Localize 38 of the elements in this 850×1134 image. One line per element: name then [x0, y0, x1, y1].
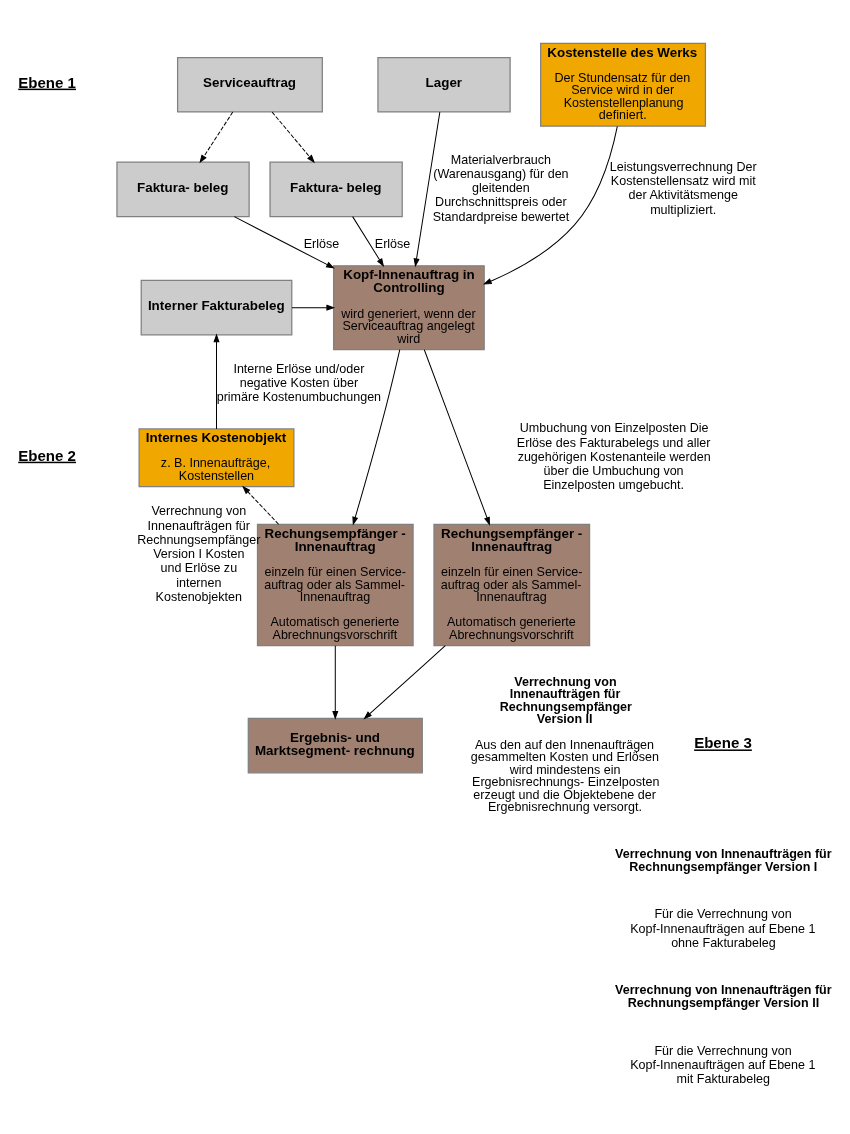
arrow [271, 111, 315, 163]
arrow [352, 349, 401, 525]
edge-label: Leistungsverrechnung Der Kostenstellensatz wird mit der Aktivitätsmenge multipliziert. [609, 159, 757, 217]
node-box: Rechungsempfänger - Innenauftrag einzeln für einen Service- auftrag oder als Sammel- Innenauftrag Automatisch generierte Abrechnungsvorschrift [433, 523, 591, 647]
arrow [364, 645, 446, 719]
arrow [413, 111, 441, 267]
arrow [291, 304, 335, 311]
label: Ebene 2 [18, 446, 76, 464]
arrow [483, 125, 618, 285]
node-box: Ergebnis- und Marktsegment- rechnung [247, 717, 423, 774]
edge-label: Interne Erlöse und/oder negative Kosten über primäre Kostenumbuchungen [216, 361, 382, 405]
node-box: Faktura- beleg [116, 161, 250, 218]
label: Umbuchung von Einzelposten Die Erlöse des Fakturabelegs und aller zugehörigen Kostenanteile werden über die Umbuchung von Einzelposten umgebucht. [516, 421, 711, 493]
label: Verrechnung von Innenaufträgen für Rechnungsempfänger Version II [615, 983, 832, 1010]
arrow [332, 645, 339, 719]
arrow [199, 111, 234, 163]
node-box: Faktura- beleg [269, 161, 403, 218]
label: Für die Verrechnung von Kopf-Innenaufträgen auf Ebene 1 mit Fakturabeleg [630, 1043, 816, 1087]
arrow [242, 486, 280, 525]
arrow [423, 349, 490, 525]
edge-label: Erlöse [303, 237, 340, 252]
node-box: Kostenstelle des Werks Der Stundensatz für den Service wird in der Kostenstellenplanung definiert. [540, 42, 707, 127]
label: Verrechnung von Innenaufträgen für Rechnungsempfänger Version I [615, 847, 832, 874]
label: Für die Verrechnung von Kopf-Innenaufträgen auf Ebene 1 ohne Fakturabeleg [630, 907, 816, 950]
label: Ebene 1 [18, 73, 76, 91]
node-box: Lager [377, 56, 511, 113]
node-label: Aus den auf den Innenaufträgen gesammelten Kosten und Erlösen wird mindestens ein Ergebnisrechnungs- Einzelposten erzeugt und die Objektebene der Ergebnisrechnung versorgt. [470, 737, 660, 815]
arrow [213, 334, 220, 430]
node-box: Kopf-Innenauftrag in Controlling wird generiert, wenn der Serviceauftrag angelegt wird [333, 265, 485, 351]
node-label: Verrechnung von Innenaufträgen für Rechnungsempfänger Version II [499, 674, 632, 727]
label: Ebene 3 [694, 734, 752, 752]
edge-label: Erlöse [374, 237, 411, 252]
arrow [233, 216, 334, 269]
node-box: Internes Kostenobjekt z. B. Innenaufträge, Kostenstellen [138, 428, 295, 488]
node-box: Interner Fakturabeleg [140, 279, 293, 336]
node-box: Serviceauftrag [176, 56, 323, 113]
edge-label: Materialverbrauch (Warenausgang) für den gleitenden Durchschnittspreis oder Standardpreise bewertet [432, 152, 570, 224]
arrow [352, 216, 384, 267]
